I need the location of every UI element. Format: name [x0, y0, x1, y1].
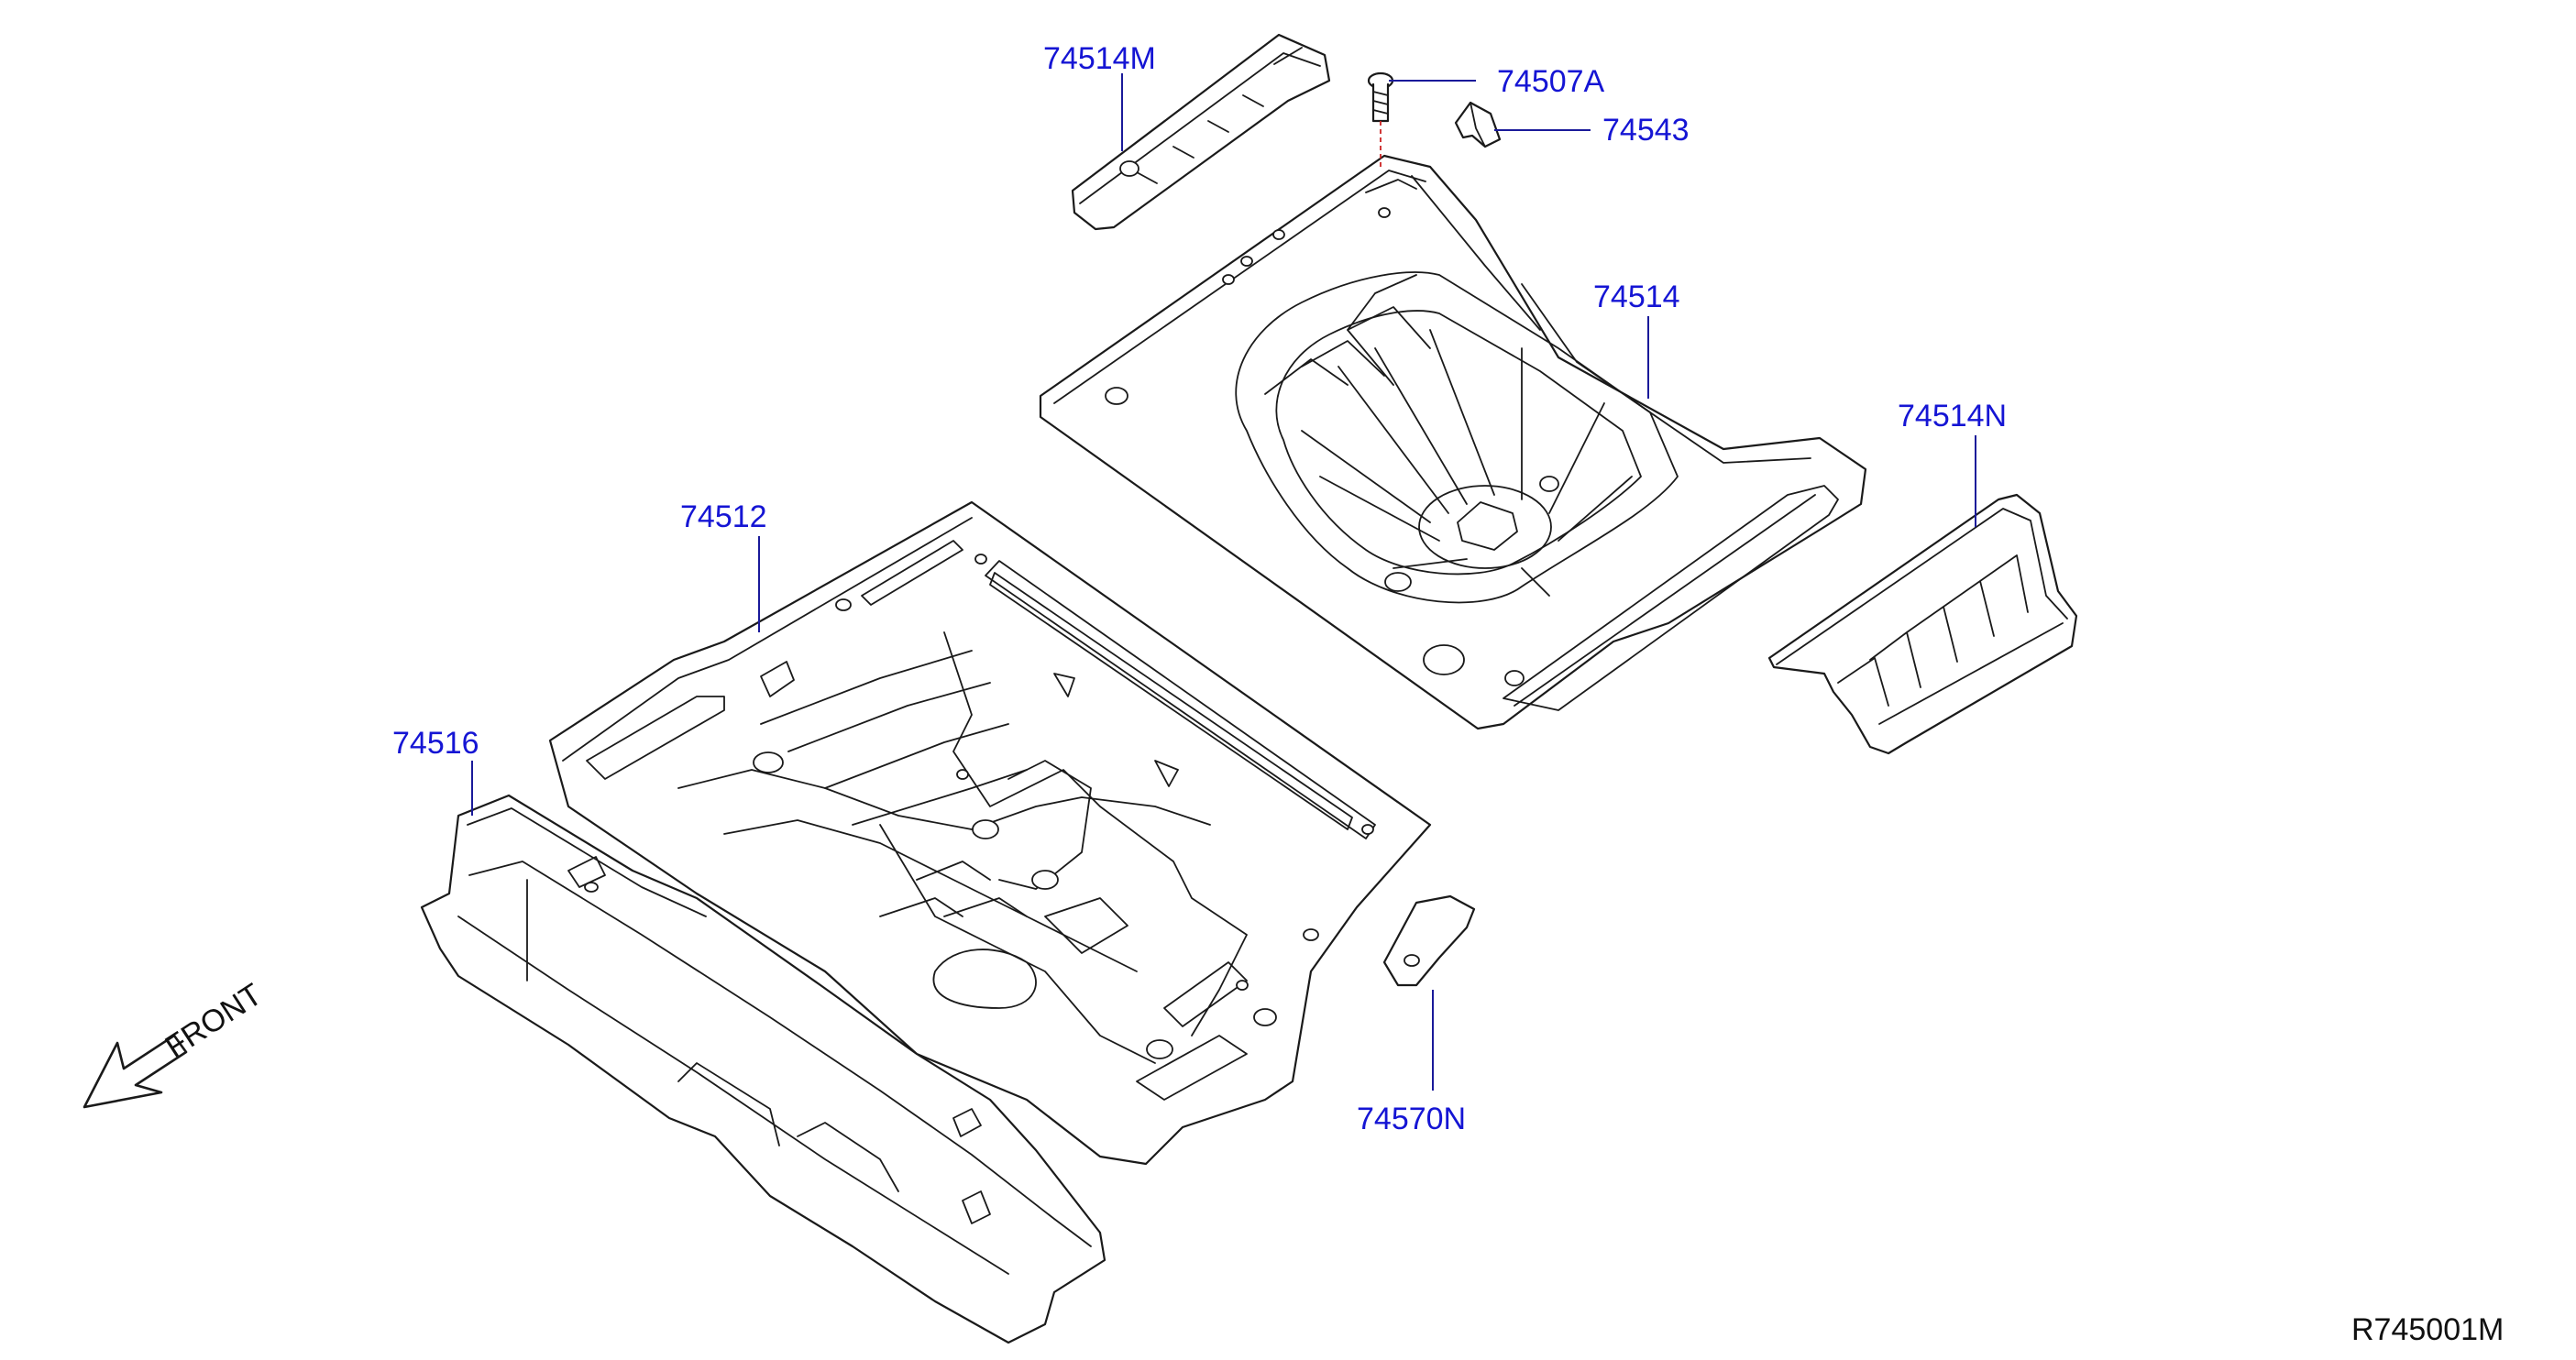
callout-74543[interactable]: 74543 — [1602, 113, 1690, 148]
front-direction-arrow — [83, 1034, 188, 1109]
diagram-code: R745001M — [2351, 1312, 2504, 1347]
callout-74570N[interactable]: 74570N — [1357, 1102, 1466, 1136]
callout-74516[interactable]: 74516 — [392, 726, 479, 761]
part-74512-front-floor[interactable] — [548, 500, 1432, 1166]
part-74514N-side-member[interactable] — [1767, 493, 2078, 755]
callout-74512[interactable]: 74512 — [680, 499, 767, 534]
callout-74514M[interactable]: 74514M — [1043, 41, 1156, 76]
part-74570N-patch[interactable] — [1382, 894, 1476, 987]
callout-74514[interactable]: 74514 — [1593, 280, 1680, 314]
callout-74507A[interactable]: 74507A — [1497, 64, 1605, 99]
part-74514M-bracket[interactable] — [1071, 33, 1331, 231]
part-74514-rear-floor[interactable] — [1039, 154, 1867, 730]
part-74516-cross-member[interactable] — [420, 794, 1106, 1344]
part-74543-clip[interactable] — [1454, 101, 1502, 148]
callout-74514N[interactable]: 74514N — [1898, 399, 2007, 433]
front-label: FRONT — [160, 977, 269, 1065]
